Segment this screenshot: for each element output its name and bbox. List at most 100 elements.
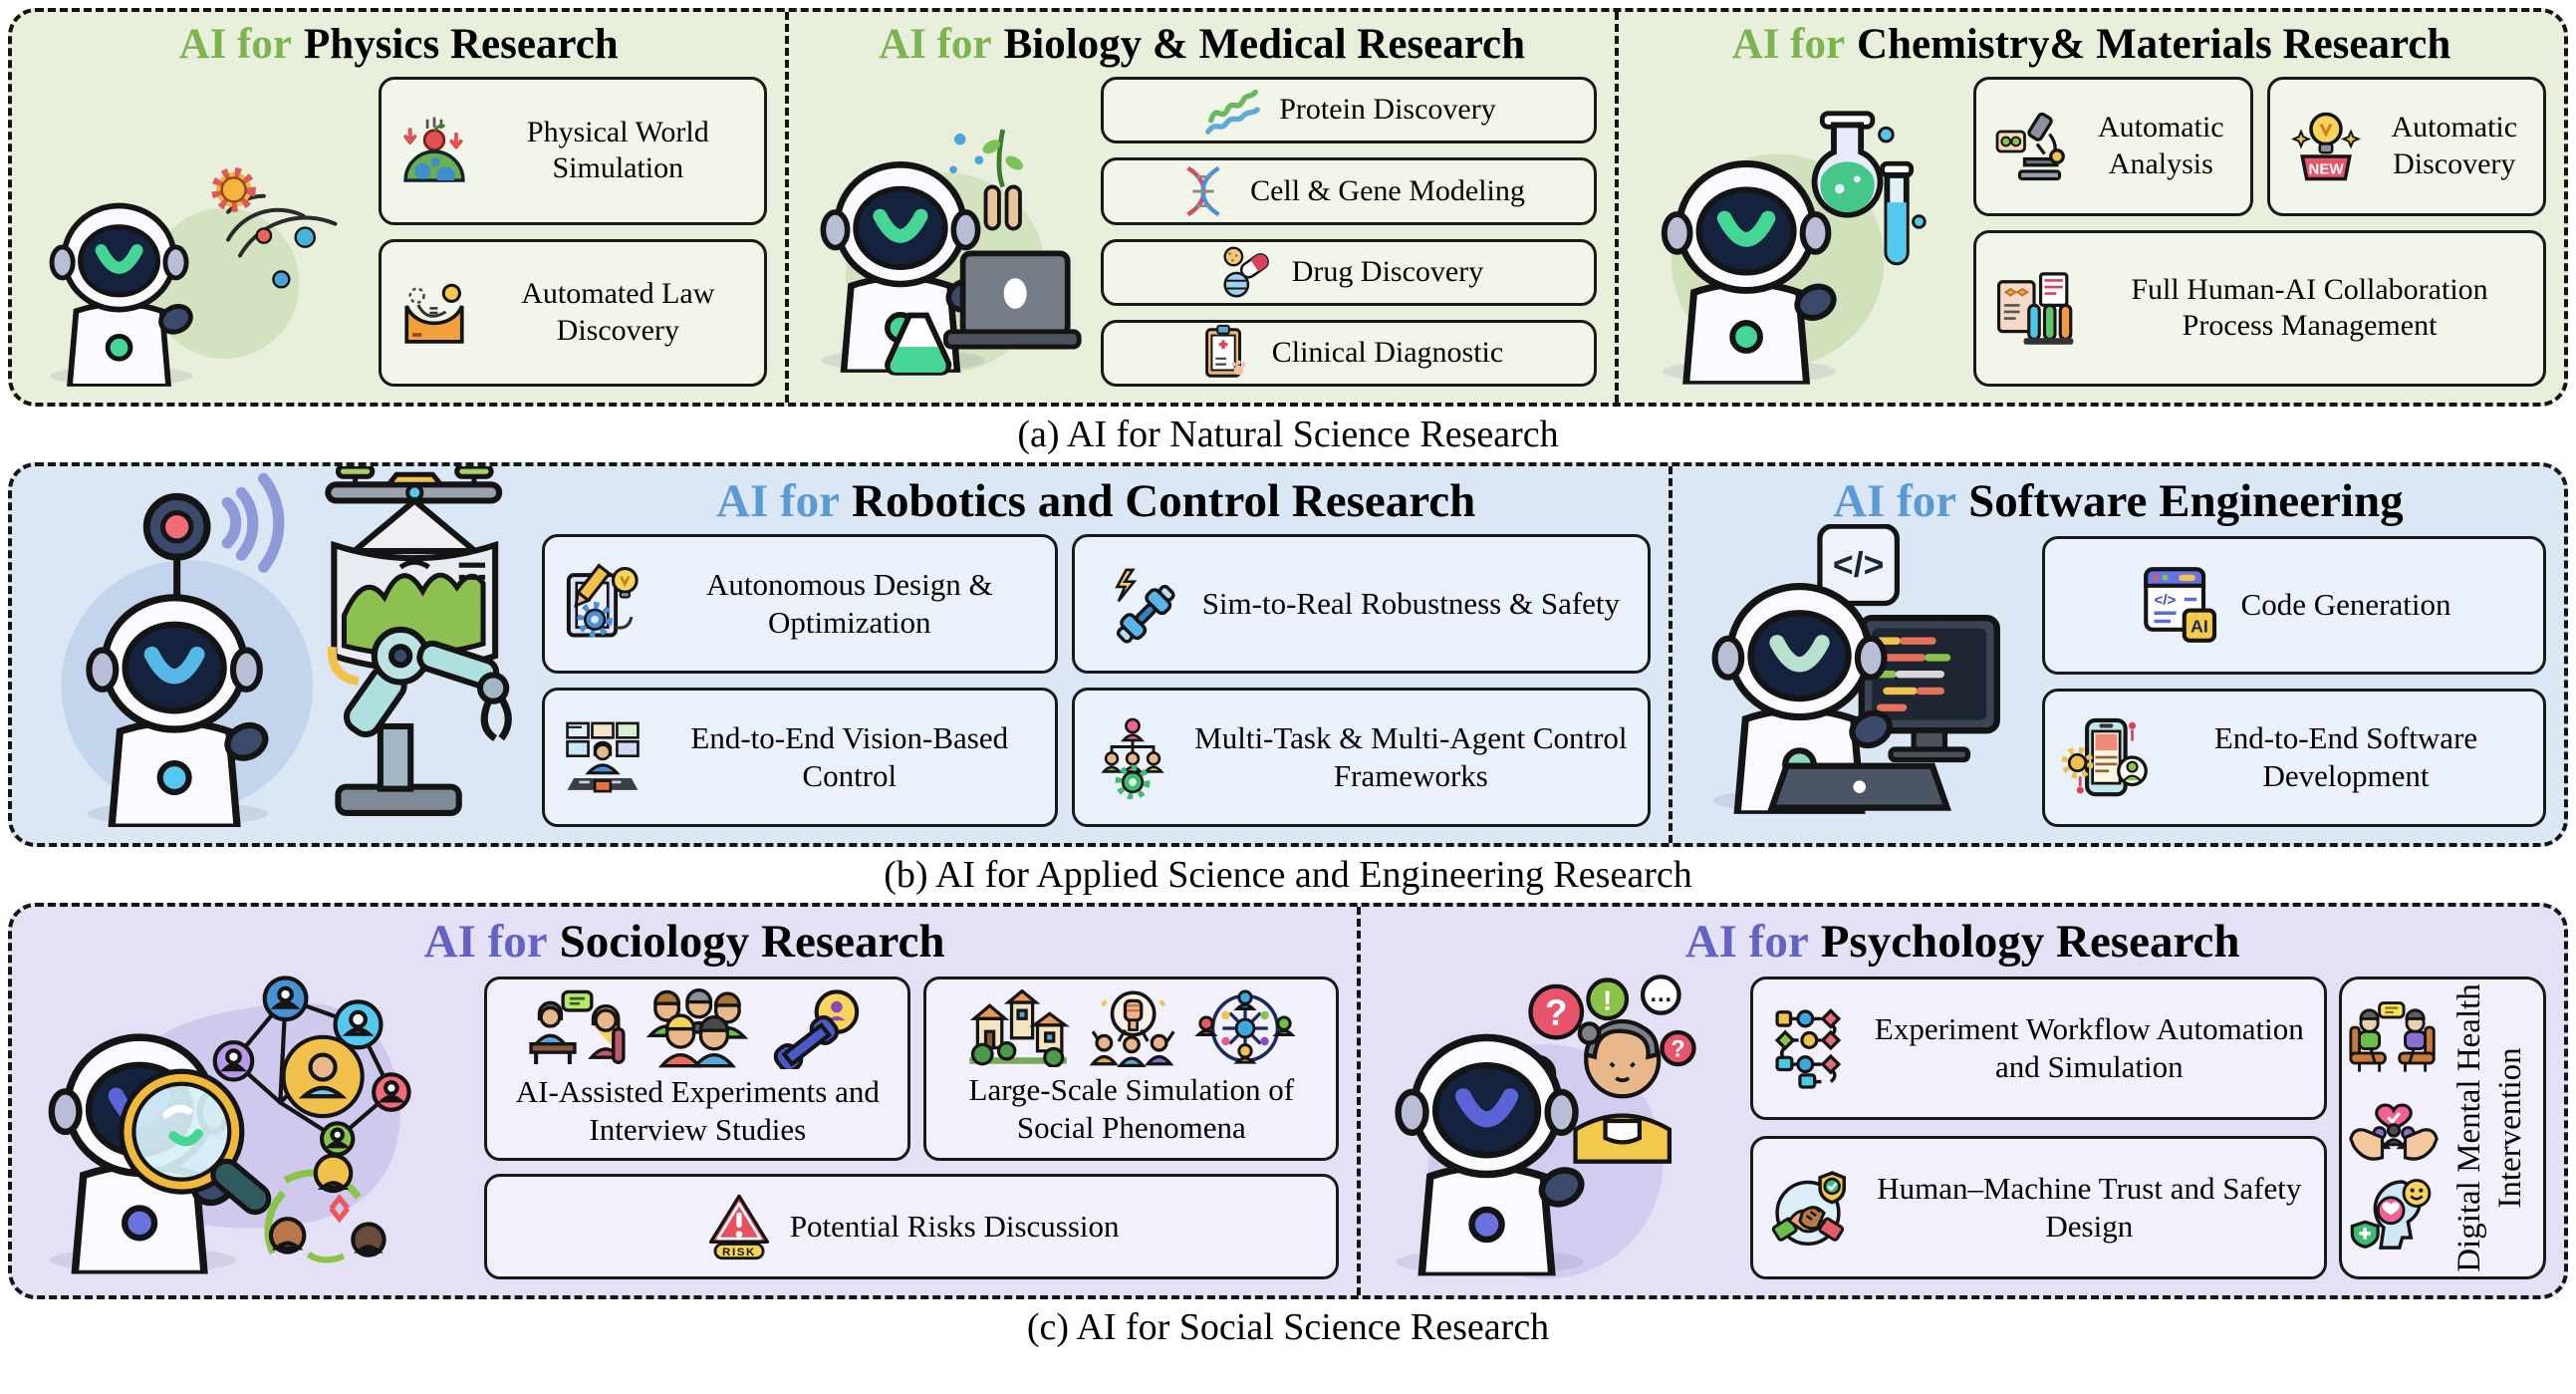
exclaim-bubble-icon: ! [1586, 977, 1630, 1021]
biology-robot-illustration [803, 129, 1082, 376]
capability-label: Protein Discovery [1279, 93, 1496, 127]
capability-icons [966, 989, 1297, 1068]
vertical-label-wrap: Digital Mental Health Intervention [2442, 983, 2539, 1272]
dumbbell-lightning-icon [1114, 568, 1175, 644]
vision-screens-operator-icon [565, 721, 640, 793]
capability-label: Physical World Simulation [526, 115, 709, 185]
crowd-icon [646, 987, 749, 1068]
risk-warning-icon: RISK [708, 1194, 769, 1259]
village-icon [969, 989, 1070, 1068]
capability-box: Automatic Analysis [1973, 77, 2253, 216]
capability-label: Drug Discovery [1291, 254, 1484, 288]
robot-arm-icon [327, 626, 512, 816]
capability-label: End-to-End Software Development [2213, 720, 2478, 794]
falling-apple-earth-icon [403, 117, 466, 183]
social-network-icon [1194, 989, 1296, 1064]
title-prefix: AI for [1731, 21, 1846, 68]
psychology-robot-illustration: ? ! … ! ? [1375, 975, 1696, 1279]
title-prefix: AI for [1684, 915, 1809, 968]
sociology-robot-illustration [26, 976, 411, 1279]
multi-agent-hierarchy-icon [1101, 717, 1164, 799]
title-prefix: AI for [178, 21, 293, 68]
title-text: Software Engineering [1968, 474, 2404, 527]
interview-desk-icon [529, 989, 626, 1064]
robotics-items: Autonomous Design & Optimization [541, 533, 1651, 827]
phone-call-icon [774, 989, 860, 1069]
svg-text:</>: </> [2154, 592, 2176, 609]
capability-box: NEW Automatic Discovery [2266, 77, 2546, 216]
code-monitor-icon [1858, 615, 2000, 763]
capability-label: Automatic Discovery [2391, 111, 2518, 180]
software-items: </> AI Code Generation [2042, 535, 2546, 827]
wifi-signal-icon [221, 472, 285, 573]
title-prefix: AI for [1833, 474, 1957, 527]
capability-box: Human–Machine Trust and Safety Design [1749, 1135, 2327, 1279]
blueprint-pencil-gear-icon [566, 563, 639, 638]
capability-label: Clinical Diagnostic [1271, 336, 1504, 370]
pills-icon [1223, 246, 1269, 298]
new-badge: NEW [2308, 160, 2344, 177]
physics-items: Physical World Simulation Automated Law … [379, 77, 768, 387]
magnifier-icon [119, 1068, 272, 1216]
capability-box: </> AI Code Generation [2042, 535, 2546, 675]
title-text: Robotics and Control Research [852, 474, 1476, 527]
svg-text:!: ! [1603, 984, 1612, 1015]
capability-box: Automated Law Discovery [379, 238, 768, 387]
question-bubble-icon: ? [1528, 983, 1585, 1040]
title-text: Biology & Medical Research [1003, 21, 1526, 68]
svg-text:…: … [1650, 980, 1674, 1006]
capability-box: Clinical Diagnostic [1101, 319, 1597, 387]
capability-box: AI-Assisted Experiments and Interview St… [484, 976, 911, 1161]
title-prefix: AI for [716, 474, 840, 527]
capability-box: RISK Potential Risks Discussion [484, 1173, 1340, 1279]
capability-box: Large-Scale Simulation of Social Phenome… [923, 976, 1340, 1161]
protest-fist-icon [1089, 990, 1175, 1068]
digital-mental-health-box: Digital Mental Health Intervention [2338, 976, 2546, 1279]
question-bubble-icon: ? [1660, 1029, 1696, 1067]
title-text: Physics Research [304, 21, 619, 68]
robotics-robot-illustration [61, 465, 512, 827]
capability-box: Multi-Task & Multi-Agent Control Framewo… [1072, 687, 1651, 827]
capability-box: End-to-End Software Development [2042, 688, 2546, 827]
laptop-icon [943, 250, 1082, 350]
capability-label: End-to-End Vision-Based Control [690, 719, 1009, 793]
risk-badge: RISK [722, 1247, 756, 1258]
capability-box: End-to-End Vision-Based Control [541, 687, 1058, 827]
capability-label: Multi-Task & Multi-Agent Control Framewo… [1194, 719, 1628, 793]
protein-ribbon-icon [1205, 89, 1261, 135]
title-text: Chemistry& Materials Research [1857, 21, 2451, 68]
caring-hands-icon [2349, 1103, 2439, 1161]
code-tag-icon: </> [1817, 524, 1900, 607]
capability-icons [526, 987, 869, 1069]
software-robot-illustration: </> [1686, 524, 2000, 826]
capability-box: Cell & Gene Modeling [1101, 157, 1597, 225]
test-tube-icon [1880, 161, 1927, 266]
capability-icons [2346, 1001, 2442, 1254]
svg-text:</>: </> [1833, 545, 1884, 585]
chemistry-robot-illustration [1633, 111, 1927, 387]
caption-social-science: (c) AI for Social Science Research [1026, 1305, 1550, 1348]
capability-label: Automated Law Discovery [521, 277, 715, 347]
title-prefix: AI for [879, 21, 992, 68]
capability-label: Autonomous Design & Optimization [705, 566, 993, 640]
capability-box: Protein Discovery [1101, 77, 1597, 144]
mobile-app-gear-icon [2061, 718, 2148, 797]
code-window-ai-icon: </> AI [2143, 567, 2216, 644]
capability-label: Full Human-AI Collaboration Process Mana… [2131, 272, 2488, 343]
medical-clipboard-icon [1204, 325, 1246, 379]
title-prefix: AI for [423, 915, 548, 968]
capability-label: AI-Assisted Experiments and Interview St… [515, 1073, 880, 1147]
mental-wellbeing-icon [2350, 1179, 2432, 1250]
round-flask-icon [1811, 111, 1895, 219]
